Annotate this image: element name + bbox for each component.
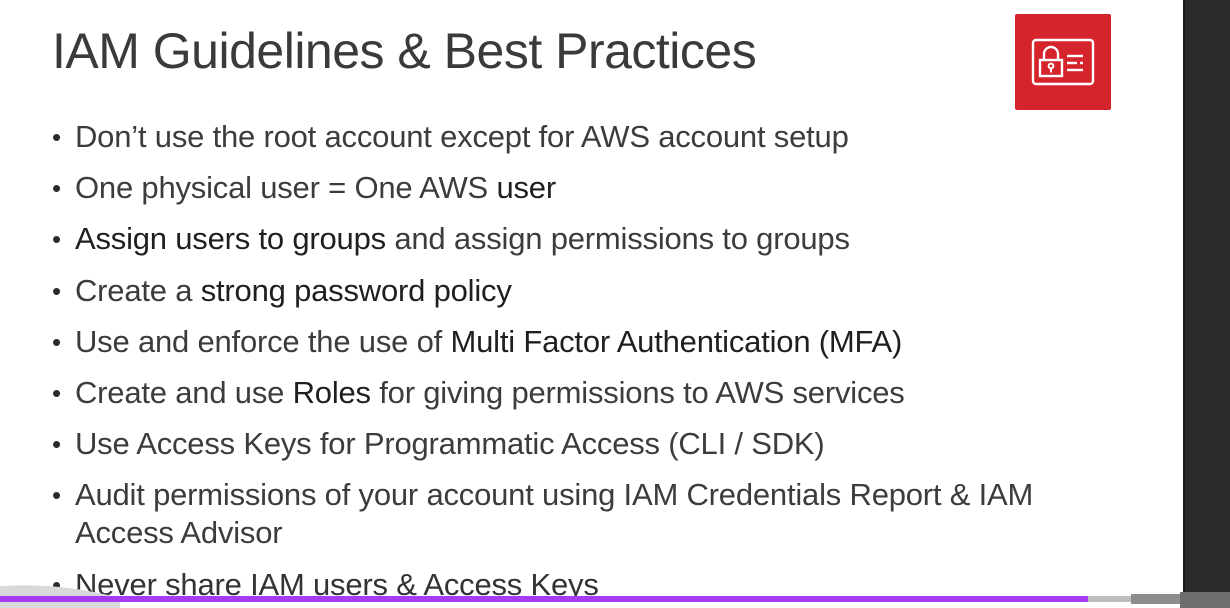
bullet-dot: • xyxy=(52,429,61,460)
bullet-item: • Use Access Keys for Programmatic Acces… xyxy=(52,425,1122,463)
bullet-emphasis: Roles xyxy=(292,374,371,410)
bullet-dot: • xyxy=(52,122,61,152)
bullet-item: • Use and enforce the use of Multi Facto… xyxy=(52,323,1122,361)
bullet-text: One physical user = One AWS xyxy=(75,170,497,206)
bullet-item: • Audit permissions of your account usin… xyxy=(52,476,1122,552)
side-panel-edge xyxy=(1183,0,1185,608)
bullet-emphasis: Assign users to groups xyxy=(75,221,386,257)
bullet-dot: • xyxy=(52,377,61,408)
bullet-item: • Assign users to groups and assign perm… xyxy=(52,220,1122,258)
slide-canvas: IAM Guidelines & Best Practices • Don’t … xyxy=(0,14,1122,608)
bullet-emphasis: Multi Factor Authentication (MFA) xyxy=(450,323,903,359)
bullet-list: • Don’t use the root account except for … xyxy=(52,118,1122,608)
side-panel xyxy=(1183,0,1230,608)
corner-marker xyxy=(1180,592,1230,608)
bullet-text: and assign permissions to groups xyxy=(385,221,850,257)
decorative-swoosh xyxy=(0,585,120,608)
iam-logo xyxy=(1015,14,1111,110)
bullet-text: Don’t use the root account except for AW… xyxy=(75,119,849,154)
bullet-item: • Don’t use the root account except for … xyxy=(52,118,1122,156)
bullet-emphasis: strong password policy xyxy=(200,272,512,308)
video-progress-fill xyxy=(0,596,1088,602)
bullet-text: Use Access Keys for Programmatic Access … xyxy=(75,426,825,462)
video-progress-handle[interactable] xyxy=(1131,594,1183,604)
bullet-text: Create and use xyxy=(75,374,293,410)
bullet-dot: • xyxy=(52,275,61,306)
bullet-dot: • xyxy=(52,569,61,600)
bullet-item: • One physical user = One AWS user xyxy=(52,169,1122,207)
bullet-dot: • xyxy=(52,480,61,511)
bullet-dot: • xyxy=(52,326,61,357)
bullet-dot: • xyxy=(52,224,61,255)
bullet-emphasis: user xyxy=(496,170,556,206)
bullet-dot: • xyxy=(52,173,61,204)
bullet-item: • Never share IAM users & Access Keys xyxy=(52,566,1122,604)
bullet-text: Use and enforce the use of xyxy=(75,323,451,359)
bullet-item: • Create a strong password policy xyxy=(52,272,1122,310)
bullet-text: Never share IAM users & Access Keys xyxy=(75,566,599,602)
bullet-text: Audit permissions of your account using … xyxy=(75,477,1034,551)
slide-title: IAM Guidelines & Best Practices xyxy=(52,23,757,79)
bullet-item: • Create and use Roles for giving permis… xyxy=(52,374,1122,412)
iam-credentials-icon xyxy=(1031,38,1095,86)
bullet-text: Create a xyxy=(75,272,201,308)
bullet-text: for giving permissions to AWS services xyxy=(370,374,905,410)
